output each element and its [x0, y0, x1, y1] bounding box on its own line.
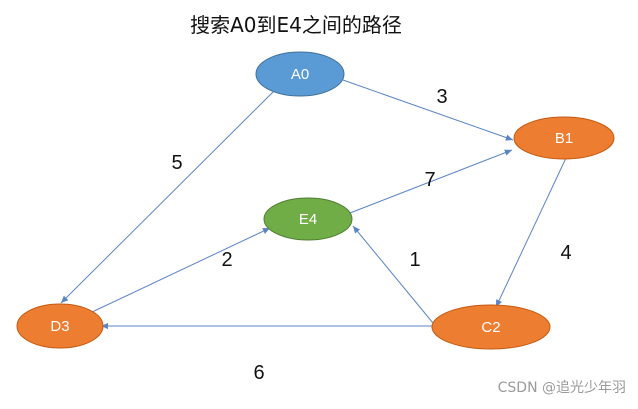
edge-weight-c2-d3: 6: [253, 362, 264, 384]
edge-a0-b1: [342, 79, 514, 141]
node-d3-shape: [16, 303, 104, 349]
edge-e4-b1: [349, 149, 513, 214]
node-c2: C2: [431, 304, 551, 350]
edge-weight-d3-e4: 2: [221, 249, 232, 271]
node-b1-shape: [513, 116, 615, 160]
node-b1: B1: [513, 116, 615, 160]
edge-weight-e4-b1: 7: [424, 169, 435, 191]
node-d3: D3: [16, 303, 104, 349]
node-e4-label: E4: [299, 211, 317, 228]
edge-c2-e4: [352, 225, 434, 324]
edge-weight-c2-e4: 1: [409, 249, 420, 271]
diagram-title: 搜索A0到E4之间的路径: [190, 13, 402, 37]
node-e4: E4: [263, 197, 353, 241]
watermark-text: CSDN @追光少年羽: [498, 380, 626, 396]
node-a0-label: A0: [291, 66, 309, 83]
node-d3-label: D3: [50, 318, 69, 335]
node-a0-shape: [255, 51, 345, 97]
edge-weight-b1-c2: 4: [560, 242, 571, 264]
node-c2-label: C2: [481, 319, 500, 336]
node-e4-shape: [263, 197, 353, 241]
node-c2-shape: [431, 304, 551, 350]
edge-d3-e4: [89, 227, 271, 314]
edge-weight-a0-d3: 5: [171, 152, 182, 174]
edge-weight-a0-b1: 3: [436, 86, 447, 108]
node-b1-label: B1: [555, 130, 573, 147]
node-a0: A0: [255, 51, 345, 97]
edge-a0-d3: [60, 90, 275, 304]
edge-b1-c2: [495, 157, 567, 308]
